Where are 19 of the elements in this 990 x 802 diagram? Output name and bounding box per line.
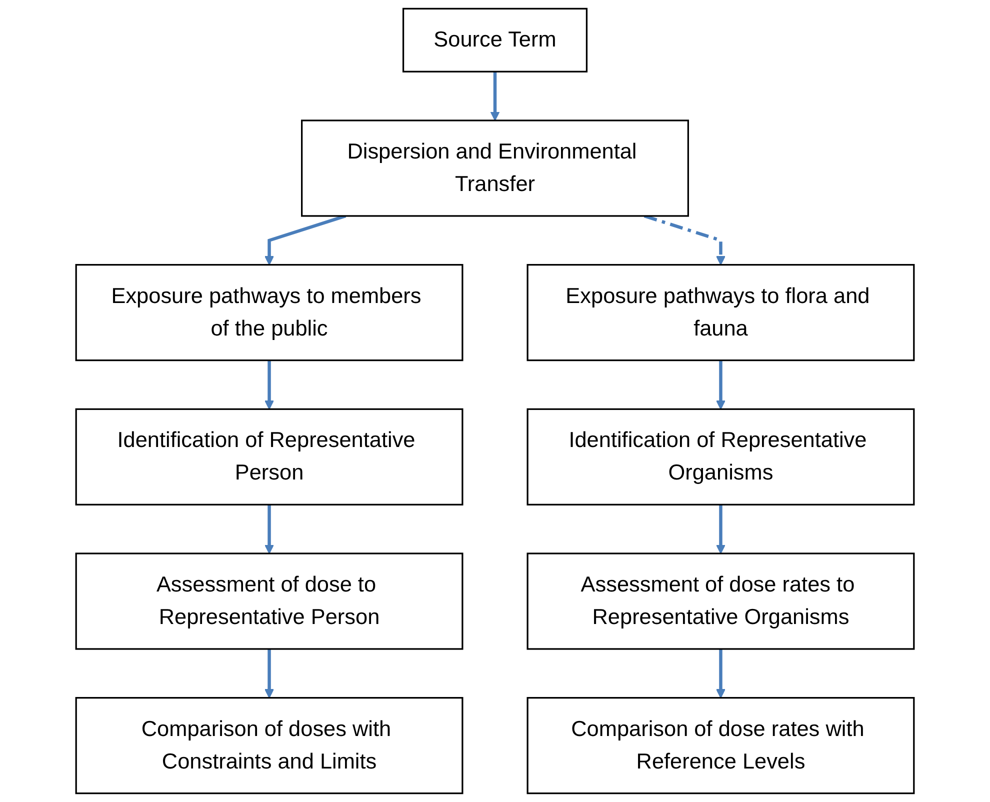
arrow	[264, 360, 274, 410]
arrow	[644, 214, 726, 266]
arrow	[490, 72, 500, 121]
node-box: Comparison of dose rates with Reference Levels	[526, 697, 915, 794]
arrow	[716, 648, 726, 698]
node-box: Assessment of dose to Representative Person	[75, 552, 464, 650]
node-box: Identification of Representative Person	[75, 408, 464, 506]
node-box: Exposure pathways to flora and fauna	[526, 264, 915, 362]
arrow	[716, 360, 726, 410]
arrow	[716, 504, 726, 554]
node-box: Identification of Representative Organisms	[526, 408, 915, 506]
arrow	[264, 648, 274, 698]
node-box: Exposure pathways to members of the public	[75, 264, 464, 362]
arrow	[264, 214, 346, 266]
node-box: Assessment of dose rates to Representative Organisms	[526, 552, 915, 650]
arrow	[264, 504, 274, 554]
node-box: Dispersion and Environmental Transfer	[301, 120, 689, 217]
node-box: Comparison of doses with Constraints and Limits	[75, 697, 464, 794]
node-box: Source Term	[402, 8, 588, 72]
